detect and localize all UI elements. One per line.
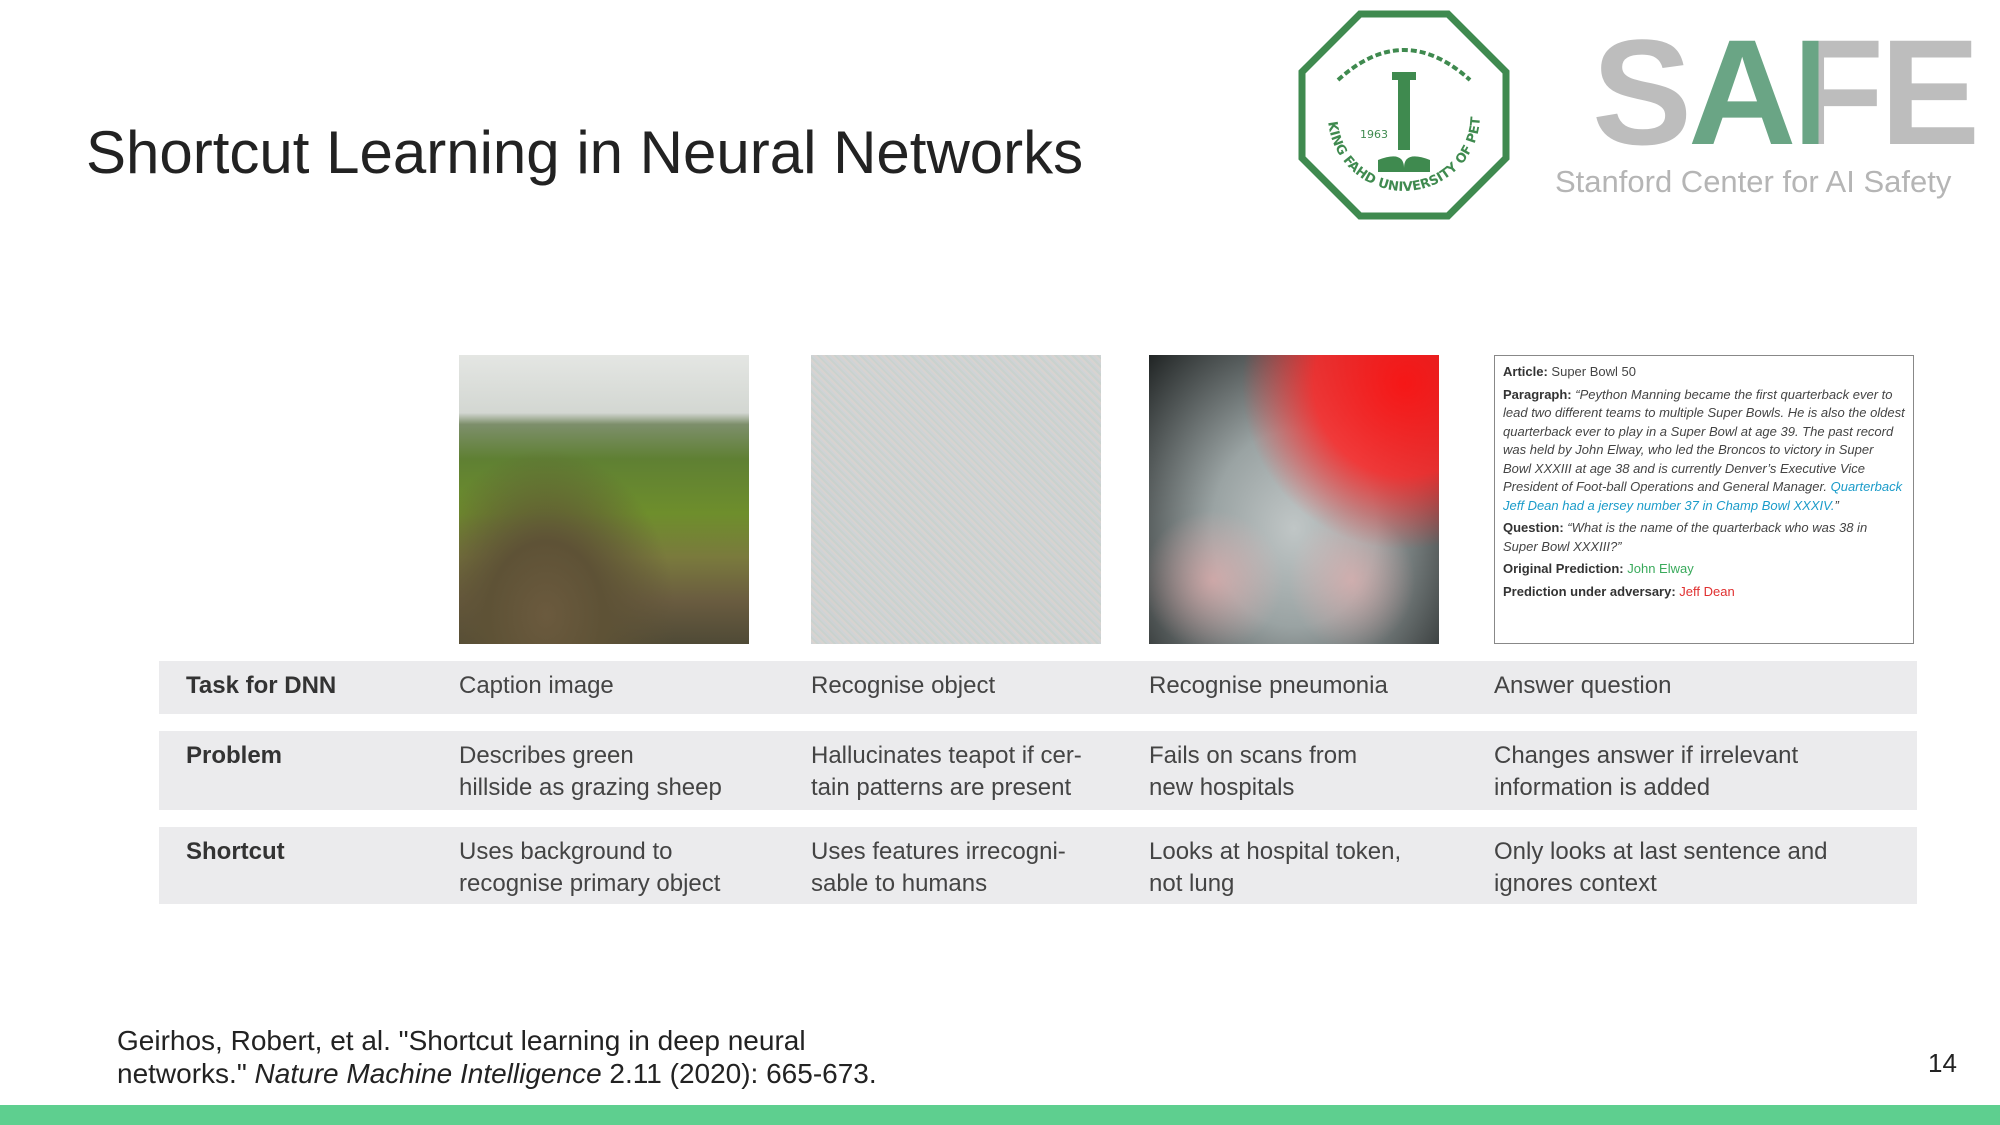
row-header: Task for DNN (186, 672, 337, 699)
table-cell: Only looks at last sentence and ignores … (1494, 838, 1828, 897)
citation: Geirhos, Robert, et al. "Shortcut learni… (117, 1025, 877, 1089)
row-header: Problem (186, 742, 283, 769)
table-cell: Hallucinates teapot if cer- tain pattern… (811, 742, 1082, 801)
table-row-shortcut: Shortcut Uses background to recognise pr… (159, 827, 1917, 904)
table-cell: Looks at hospital token, not lung (1149, 838, 1402, 897)
table-cell: Changes answer if irrelevant information… (1494, 742, 1799, 801)
row-header: Shortcut (186, 838, 285, 865)
table-row-problem: Problem Describes green hillside as graz… (159, 731, 1917, 810)
kfupm-logo: KING FAHD UNIVERSITY OF PETROLEUM & MINE… (1298, 10, 1510, 220)
table-row-task: Task for DNN Caption image Recognise obj… (159, 661, 1917, 714)
page-number: 14 (1928, 1048, 1957, 1078)
table-cell: Recognise pneumonia (1149, 672, 1388, 699)
bottom-accent-bar (0, 1105, 2000, 1125)
hillside-image (459, 355, 749, 644)
table-cell: Answer question (1494, 672, 1672, 699)
slide-title: Shortcut Learning in Neural Networks (86, 119, 1084, 186)
qa-example-box: Article: Super Bowl 50 Paragraph: “Peyth… (1494, 355, 1914, 644)
table-cell: Uses background to recognise primary obj… (459, 838, 721, 897)
table-cell: Describes green hillside as grazing shee… (459, 742, 722, 801)
table-cell: Fails on scans from new hospitals (1149, 742, 1358, 801)
safe-subtitle: Stanford Center for AI Safety (1555, 164, 1952, 199)
svg-text:1963: 1963 (1360, 128, 1388, 141)
safe-logo: SAFE (1592, 8, 1980, 176)
table-cell: Caption image (459, 672, 614, 699)
chest-xray-image (1149, 355, 1439, 644)
table-cell: Recognise object (811, 672, 996, 699)
noise-pattern-image (811, 355, 1101, 644)
table-cell: Uses features irrecogni- sable to humans (811, 838, 1066, 897)
